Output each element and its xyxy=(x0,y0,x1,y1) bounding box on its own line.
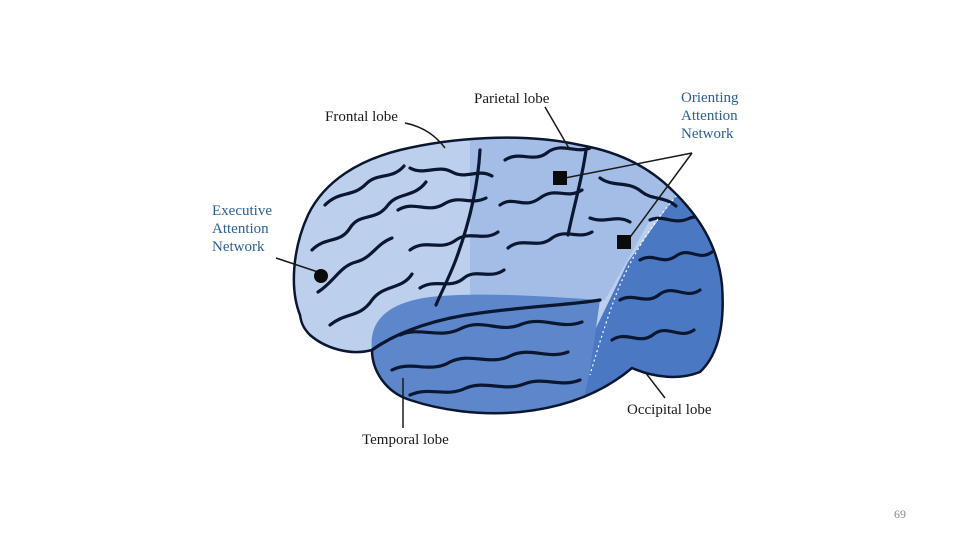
orienting-network-marker-2 xyxy=(617,235,631,249)
parietal-leader-line xyxy=(544,106,571,151)
orienting-leader-line-1 xyxy=(564,152,693,179)
brain-lobes xyxy=(293,137,723,414)
brain-outline xyxy=(292,136,724,415)
page-number: 69 xyxy=(894,507,906,521)
orienting-label-line-1: Orienting xyxy=(681,90,739,106)
occipital-leader-line xyxy=(644,371,666,399)
occipital-boundary xyxy=(589,191,681,376)
executive-label-line-3: Network xyxy=(212,239,265,255)
temporal-lobe-label: Temporal lobe xyxy=(362,432,449,448)
sulci-pattern xyxy=(310,146,718,397)
executive-label-line-1: Executive xyxy=(212,203,272,219)
occipital-lobe-label: Occipital lobe xyxy=(627,402,712,418)
leader-lines xyxy=(275,106,693,428)
orienting-label-line-3: Network xyxy=(681,126,734,142)
orienting-network-marker-1 xyxy=(553,171,567,185)
executive-leader-line xyxy=(275,257,319,273)
orienting-attention-network-label: Orienting Attention Network xyxy=(681,89,739,143)
executive-network-marker xyxy=(314,269,328,283)
orienting-leader-line-2 xyxy=(627,152,693,241)
executive-label-line-2: Attention xyxy=(212,221,269,237)
executive-attention-network-label: Executive Attention Network xyxy=(212,202,272,256)
frontal-lobe-label: Frontal lobe xyxy=(325,109,398,125)
parietal-lobe-label: Parietal lobe xyxy=(474,91,550,107)
frontal-leader-line xyxy=(404,122,446,149)
orienting-label-line-2: Attention xyxy=(681,108,738,124)
